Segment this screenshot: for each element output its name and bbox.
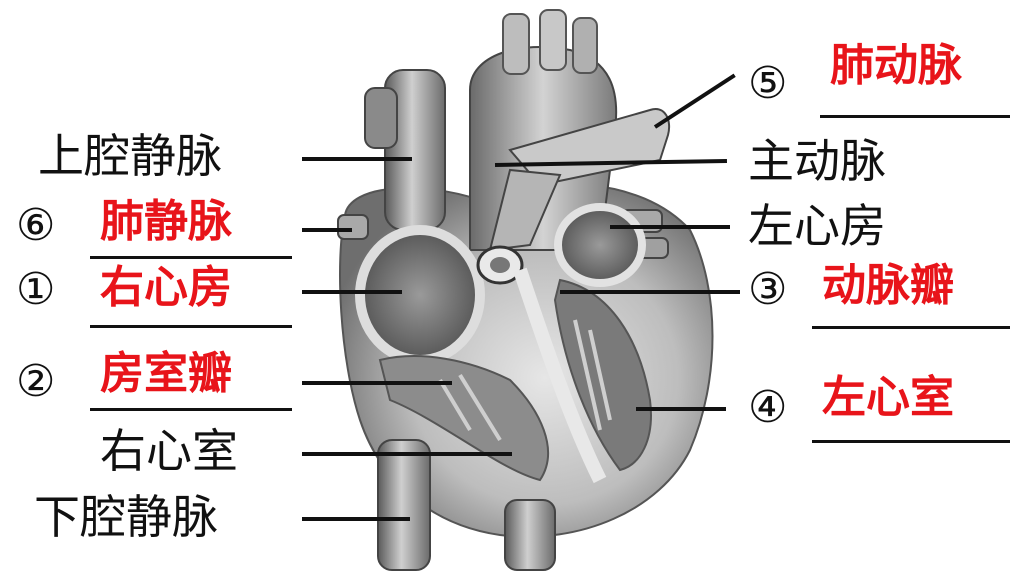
leader-n6: [302, 228, 352, 232]
leader-n1: [302, 290, 402, 294]
underline-n3: [812, 326, 1010, 329]
underline-n5: [820, 115, 1010, 118]
number-6: ⑥: [16, 204, 55, 248]
underline-n2: [90, 408, 292, 411]
leader-n2: [302, 381, 452, 385]
label-right-ventricle: 右心室: [100, 428, 238, 474]
left-atrium-chamber: [558, 207, 642, 283]
leader-n3: [560, 290, 740, 294]
number-4: ④: [748, 386, 787, 430]
leader-left-atrium: [610, 225, 730, 229]
right-atrium-chamber: [360, 230, 480, 360]
label-inferior-vena-cava: 下腔静脉: [34, 494, 218, 540]
underline-n4: [812, 440, 1010, 443]
underline-n6: [90, 256, 292, 259]
number-5: ⑤: [748, 62, 787, 106]
number-2: ②: [16, 360, 55, 404]
inferior-vena-cava: [378, 440, 430, 570]
answer-pulmonary-vein: 肺静脉: [100, 200, 232, 244]
leader-right-ventricle: [302, 452, 512, 456]
label-aorta: 主动脉: [748, 138, 886, 184]
answer-arterial-valve: 动脉瓣: [822, 264, 954, 308]
answer-right-atrium: 右心房: [100, 266, 232, 310]
leader-n4: [636, 407, 726, 411]
answer-left-ventricle: 左心室: [822, 376, 954, 420]
answer-pulmonary-artery: 肺动脉: [830, 44, 962, 88]
number-3: ③: [748, 268, 787, 312]
answer-av-valve: 房室瓣: [100, 352, 232, 396]
label-left-atrium: 左心房: [748, 203, 886, 249]
underline-n1: [90, 325, 292, 328]
label-superior-vena-cava: 上腔静脉: [38, 133, 222, 179]
leader-sup-vena-cava: [302, 157, 412, 161]
number-1: ①: [16, 268, 55, 312]
leader-inf-vena-cava: [302, 517, 410, 521]
